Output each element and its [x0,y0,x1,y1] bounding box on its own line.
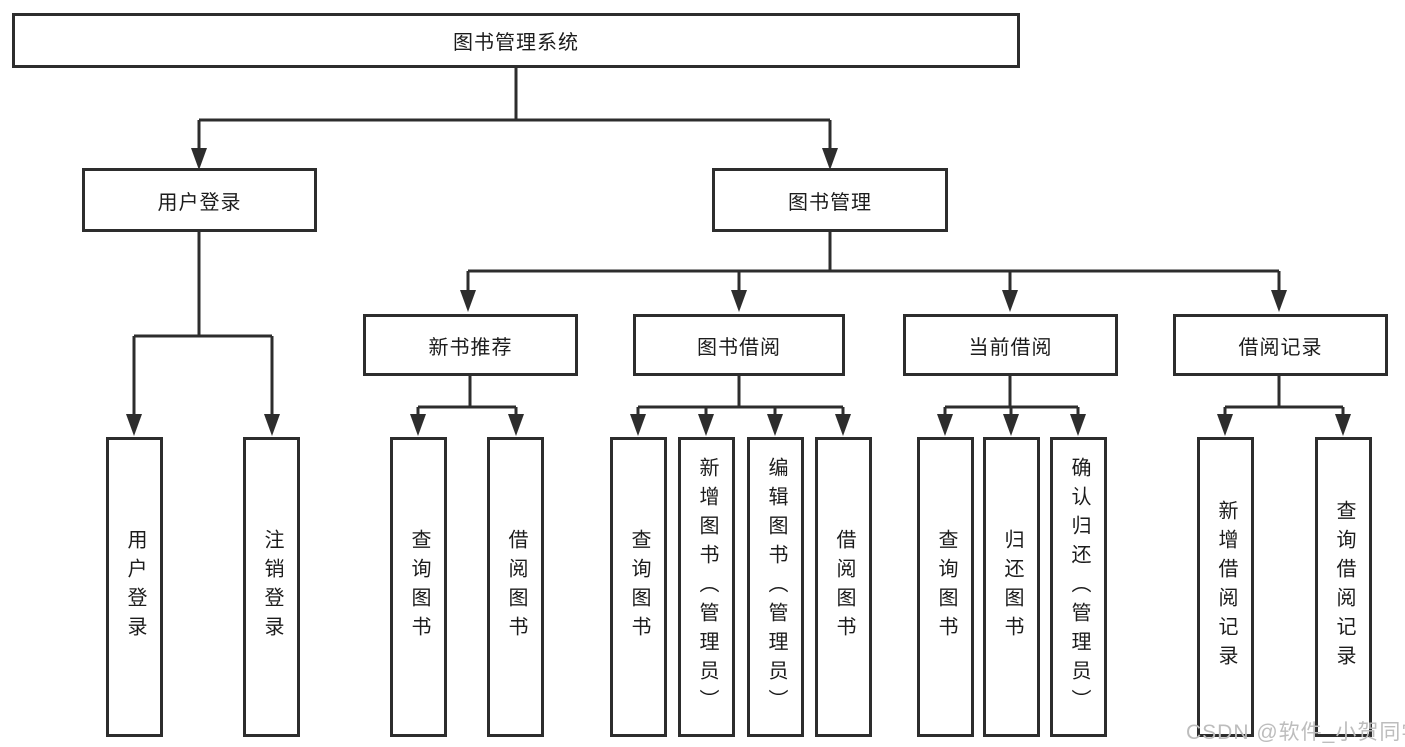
leaf-label: 用户登录 [124,529,146,645]
leaf-label: 查询图书 [408,529,430,645]
watermark-text: CSDN @软件_小贺同学 [1186,721,1405,744]
leaf-bb-borrow-books: 借阅图书 [815,437,872,737]
leaf-nb-borrow-books: 借阅图书 [487,437,544,737]
leaf-label: 借阅图书 [833,529,855,645]
node-library-system: 图书管理系统 [12,13,1020,68]
leaf-label: 借阅图书 [505,529,527,645]
leaf-cb-return-books: 归还图书 [983,437,1040,737]
leaf-bb-edit-books-admin: 编辑图书（管理员） [747,437,804,737]
leaf-cb-confirm-return-admin: 确认归还（管理员） [1050,437,1107,737]
leaf-br-query-record: 查询借阅记录 [1315,437,1372,737]
leaf-bb-query-books: 查询图书 [610,437,667,737]
leaf-label: 新增图书（管理员） [696,456,718,718]
leaf-label: 查询图书 [628,529,650,645]
leaf-label: 确认归还（管理员） [1068,456,1090,718]
leaf-label: 查询借阅记录 [1333,500,1355,674]
leaf-logout: 注销登录 [243,437,300,737]
node-borrow-records: 借阅记录 [1173,314,1388,376]
node-book-borrow: 图书借阅 [633,314,845,376]
leaf-label: 新增借阅记录 [1215,500,1237,674]
node-user-login-branch: 用户登录 [82,168,317,232]
leaf-label: 编辑图书（管理员） [765,456,787,718]
leaf-user-login: 用户登录 [106,437,163,737]
node-new-book-recommend: 新书推荐 [363,314,578,376]
leaf-nb-query-books: 查询图书 [390,437,447,737]
leaf-br-add-record: 新增借阅记录 [1197,437,1254,737]
leaf-bb-add-books-admin: 新增图书（管理员） [678,437,735,737]
leaf-label: 注销登录 [261,529,283,645]
node-book-management-branch: 图书管理 [712,168,948,232]
leaf-label: 查询图书 [935,529,957,645]
node-current-borrow: 当前借阅 [903,314,1118,376]
leaf-cb-query-books: 查询图书 [917,437,974,737]
leaf-label: 归还图书 [1001,529,1023,645]
